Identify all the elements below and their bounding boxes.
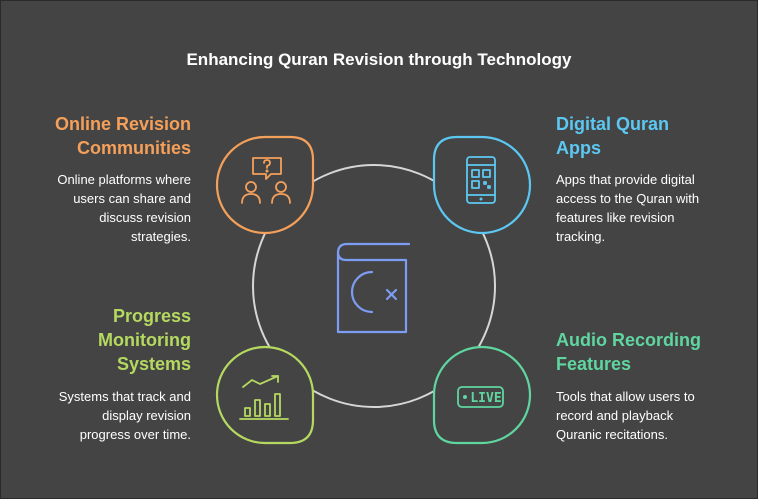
growth-chart-icon [239, 375, 289, 420]
heading-audio-recording: Audio Recording Features [556, 330, 701, 374]
central-ring [252, 164, 496, 408]
desc-audio-recording: Tools that allow users to record and pla… [556, 389, 695, 442]
live-label: LIVE [470, 391, 501, 406]
quran-book-icon [336, 242, 411, 334]
users-question-icon [241, 157, 291, 204]
desc-online-communities: Online platforms where users can share a… [57, 172, 191, 244]
teardrop-online-communities [215, 135, 315, 235]
teardrop-audio-recording [432, 345, 532, 445]
desc-digital-apps: Apps that provide digital access to the … [556, 172, 700, 244]
heading-progress-monitoring: Progress Monitoring Systems [98, 306, 191, 374]
desc-progress-monitoring: Systems that track and display revision … [58, 389, 191, 442]
heading-digital-apps: Digital Quran Apps [556, 114, 670, 158]
live-badge-icon: LIVE [457, 386, 504, 408]
teardrop-progress-monitoring [215, 345, 315, 445]
mobile-qr-icon [466, 156, 496, 204]
teardrop-digital-apps [432, 135, 532, 235]
heading-online-communities: Online Revision Communities [54, 114, 191, 158]
diagram-title: Enhancing Quran Revision through Technol… [186, 50, 572, 69]
